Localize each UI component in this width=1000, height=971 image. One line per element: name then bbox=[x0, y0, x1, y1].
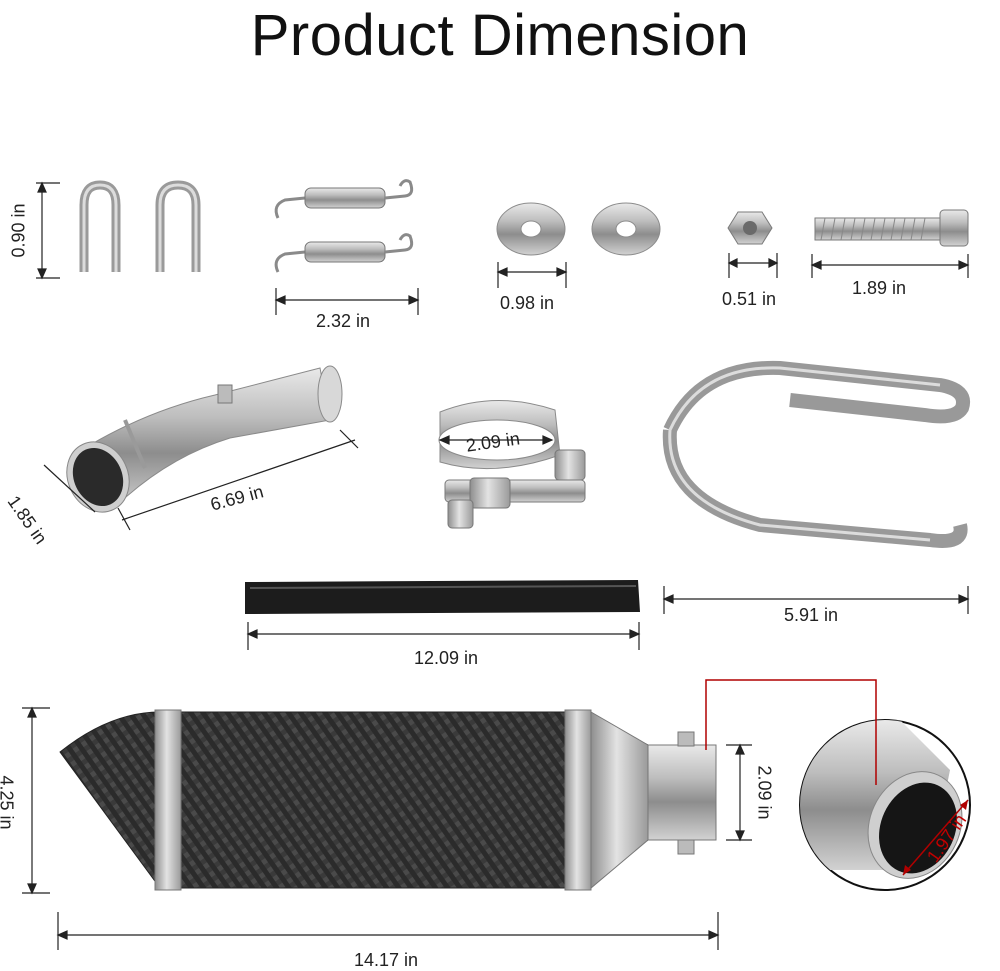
muffler-length-label: 14.17 in bbox=[354, 950, 419, 970]
outlet-detail-circle bbox=[705, 679, 971, 891]
washer-diameter-label: 0.98 in bbox=[500, 293, 555, 313]
muffler bbox=[59, 709, 717, 891]
u-bolt-pair bbox=[79, 180, 201, 272]
washer-dimension-line bbox=[496, 262, 568, 288]
outlet-height-label: 2.09 in bbox=[754, 765, 775, 820]
rubber-strip bbox=[245, 580, 640, 614]
clamp-dimension-line bbox=[438, 435, 554, 445]
nut-dimension-line bbox=[727, 253, 779, 278]
pipe-clamp bbox=[438, 399, 586, 529]
link-pipe bbox=[66, 365, 343, 513]
hex-nut bbox=[727, 211, 773, 245]
muffler-height-label: 4.25 in bbox=[0, 775, 17, 830]
bolt-dimension-line bbox=[810, 254, 970, 278]
spring-length-label: 2.32 in bbox=[316, 311, 371, 331]
muffler-dimension-lines bbox=[22, 706, 752, 950]
link-pipe-dimension-lines bbox=[43, 429, 359, 531]
bracket-length-label: 5.91 in bbox=[784, 605, 839, 625]
strip-length-label: 12.09 in bbox=[414, 648, 479, 668]
bolt bbox=[814, 209, 969, 247]
bolt-length-label: 1.89 in bbox=[852, 278, 907, 298]
u-bolt-dimension-line bbox=[36, 181, 60, 280]
bracket-dimension-line bbox=[662, 586, 970, 614]
strip-dimension-line bbox=[246, 622, 641, 650]
nut-width-label: 0.51 in bbox=[722, 289, 777, 309]
muffler-bracket bbox=[662, 360, 970, 548]
washer-pair bbox=[496, 202, 661, 256]
spring-pair bbox=[274, 179, 414, 273]
u-bolt-height-label: 0.90 in bbox=[8, 203, 29, 258]
spring-dimension-line bbox=[274, 288, 420, 315]
page-title: Product Dimension bbox=[250, 3, 750, 68]
